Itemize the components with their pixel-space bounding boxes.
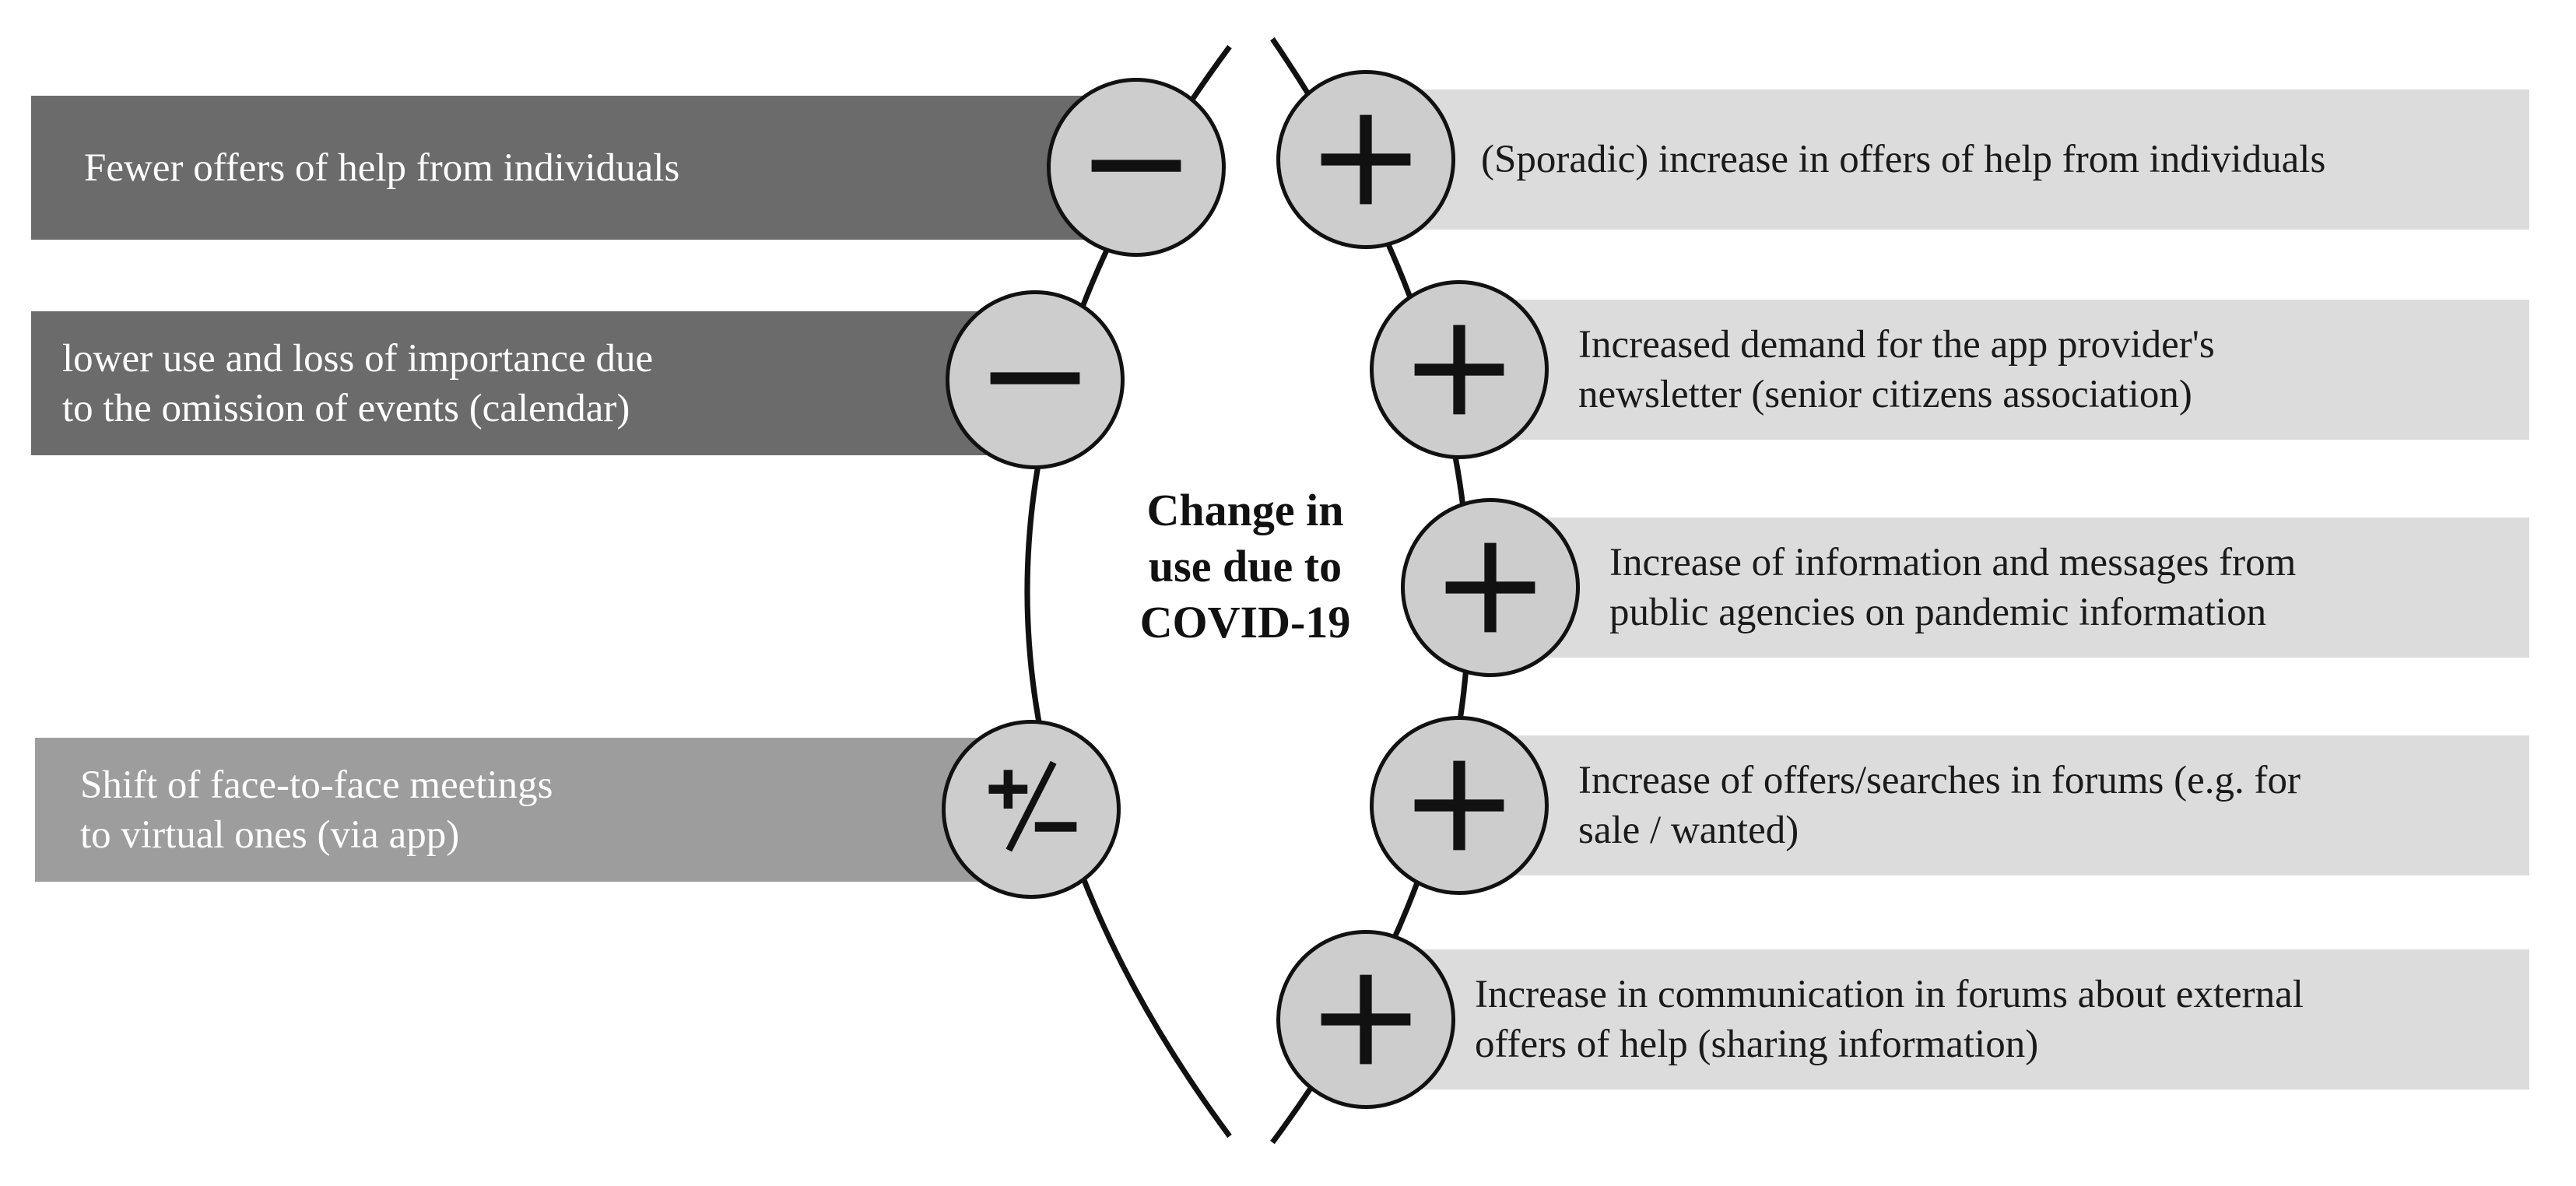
plus-icon — [1370, 716, 1549, 895]
negative-item-fewer-offers: Fewer offers of help from individuals — [31, 96, 1121, 240]
positive-item-text: (Sporadic) increase in offers of help fr… — [1481, 138, 2326, 181]
negative-item-text: Fewer offers of help from individuals — [84, 146, 680, 190]
positive-item-forum-communication: Increase in communication in forums abou… — [1366, 949, 2529, 1090]
positive-item-newsletter: Increased demand for the app provider's … — [1455, 300, 2529, 440]
mixed-item-text: Shift of face-to-face meetings to virtua… — [80, 763, 553, 857]
plus-icon — [1276, 930, 1455, 1109]
plus-icon — [1276, 70, 1455, 249]
plus-icon — [1401, 498, 1580, 677]
positive-item-forum-offers: Increase of offers/searches in forums (e… — [1455, 735, 2529, 875]
positive-item-text: Increase of offers/searches in forums (e… — [1578, 759, 2301, 852]
negative-item-text: lower use and loss of importance due to … — [62, 336, 654, 430]
minus-icon — [946, 290, 1125, 469]
mixed-item-virtual-meetings: Shift of face-to-face meetings to virtua… — [35, 738, 992, 882]
positive-item-public-agencies: Increase of information and messages fro… — [1486, 518, 2529, 658]
positive-item-text: Increased demand for the app provider's … — [1578, 323, 2215, 416]
negative-item-lower-use: lower use and loss of importance due to … — [31, 311, 1020, 455]
center-title: Change in use due to COVID-19 — [1139, 485, 1351, 647]
minus-icon — [1047, 78, 1226, 257]
plus-minus-icon — [942, 720, 1121, 899]
positive-item-text: Increase of information and messages fro… — [1609, 541, 2297, 634]
plus-icon — [1370, 280, 1549, 459]
positive-item-sporadic-increase: (Sporadic) increase in offers of help fr… — [1366, 89, 2529, 230]
positive-item-text: Increase in communication in forums abou… — [1475, 973, 2304, 1066]
